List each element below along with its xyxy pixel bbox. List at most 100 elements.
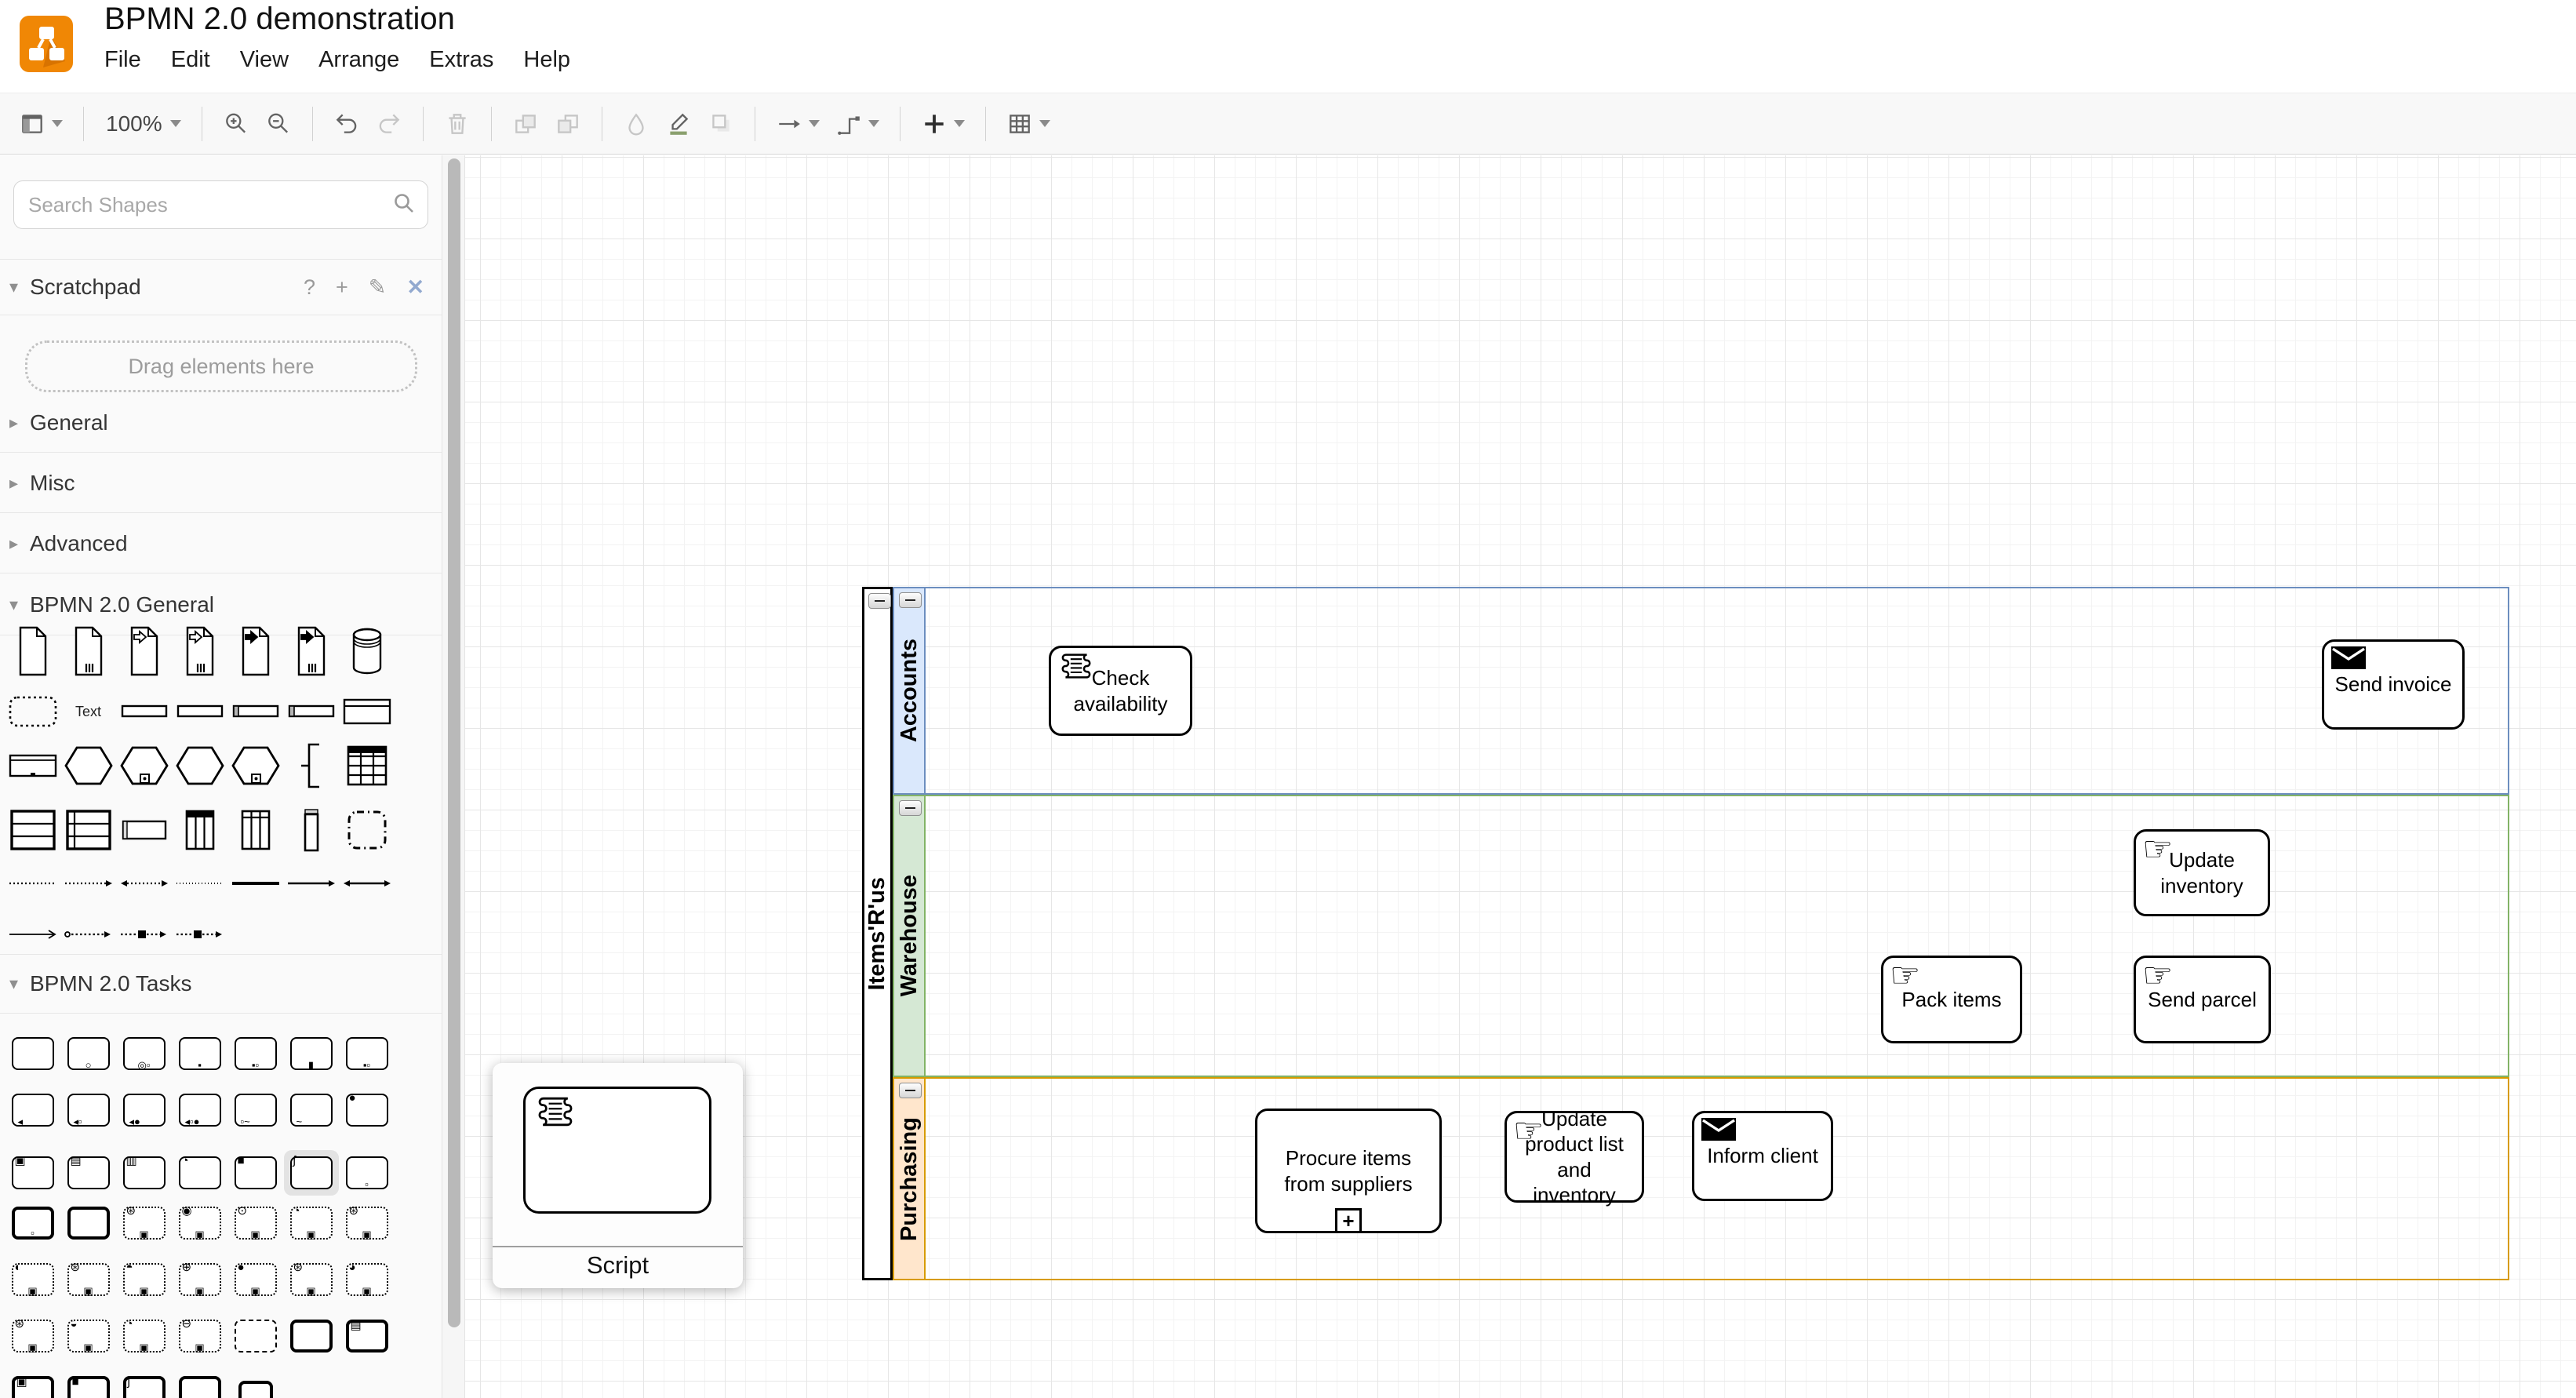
- palette-shape-cols3[interactable]: [185, 810, 215, 850]
- palette-shape-dotdarrow[interactable]: [119, 879, 169, 888]
- palette-task-shape[interactable]: ~: [289, 1094, 333, 1127]
- palette-shape-rows3[interactable]: [9, 810, 56, 850]
- palette-task-shape[interactable]: ◂▫: [67, 1094, 110, 1127]
- palette-task-shape-script[interactable]: ʃ: [289, 1155, 333, 1189]
- expand-subprocess-button[interactable]: +: [1335, 1208, 1362, 1233]
- task-pack-items[interactable]: ☞Pack items: [1881, 956, 2022, 1043]
- lane-purchasing[interactable]: Purchasing: [893, 1077, 2509, 1280]
- undo-button[interactable]: [326, 104, 368, 144]
- menu-arrange[interactable]: Arrange: [318, 47, 400, 72]
- palette-task-shape[interactable]: ■: [234, 1155, 277, 1189]
- palette-shape-cylinder[interactable]: [351, 627, 384, 675]
- palette-task-shape[interactable]: [11, 1037, 54, 1070]
- task-procure-items-from-suppliers[interactable]: Procure items from suppliers+: [1255, 1109, 1442, 1233]
- menu-extras[interactable]: Extras: [429, 47, 494, 72]
- palette-task-shape[interactable]: ʃ: [122, 1376, 166, 1398]
- palette-shape-doc-s[interactable]: [241, 626, 271, 676]
- palette-shape-small-rect[interactable]: [122, 820, 167, 840]
- table-button[interactable]: [999, 104, 1058, 144]
- zoom-in-button[interactable]: [215, 104, 257, 144]
- insert-button[interactable]: [913, 104, 973, 144]
- line-color-button[interactable]: [657, 104, 700, 144]
- lane-header[interactable]: Accounts: [894, 588, 926, 793]
- lane-header[interactable]: Warehouse: [894, 796, 926, 1076]
- search-input[interactable]: [14, 192, 393, 217]
- collapse-lane-button[interactable]: [899, 1083, 922, 1098]
- palette-shape-bar2[interactable]: [232, 704, 279, 719]
- palette-task-shape[interactable]: ▫~: [234, 1094, 277, 1127]
- palette-task-shape[interactable]: ⊛▣: [11, 1318, 54, 1352]
- task-check-availability[interactable]: Check availability: [1049, 646, 1192, 736]
- palette-shape-group[interactable]: [8, 695, 58, 728]
- palette-shape-doc-l[interactable]: [74, 626, 104, 676]
- menu-file[interactable]: File: [104, 47, 141, 72]
- lane-accounts[interactable]: Accounts: [893, 587, 2509, 795]
- palette-shape-text[interactable]: Text: [75, 703, 101, 719]
- palette-task-shape[interactable]: ◕▣: [345, 1261, 388, 1296]
- palette-shape-table[interactable]: [347, 745, 387, 786]
- palette-shape-hex[interactable]: [175, 745, 225, 786]
- palette-task-shape[interactable]: ⊛▣: [289, 1261, 333, 1296]
- task-send-invoice[interactable]: Send invoice: [2322, 639, 2465, 730]
- palette-task-shape[interactable]: [234, 1320, 277, 1352]
- menu-help[interactable]: Help: [523, 47, 571, 72]
- view-panels-button[interactable]: [11, 104, 71, 144]
- scratchpad-header[interactable]: ▾ Scratchpad ? + ✎ ✕: [0, 259, 442, 315]
- sidebar-section-bpmn-general[interactable]: ▾BPMN 2.0 General: [0, 574, 442, 635]
- palette-task-shape[interactable]: ▮: [289, 1037, 333, 1070]
- sidebar-scrollbar[interactable]: [442, 155, 465, 1398]
- palette-task-shape[interactable]: [238, 1381, 273, 1398]
- close-icon[interactable]: ✕: [406, 275, 424, 299]
- task-update-inventory[interactable]: ☞Update inventory: [2134, 829, 2270, 916]
- palette-task-shape[interactable]: ◒▣: [67, 1318, 110, 1352]
- palette-task-shape[interactable]: ◎▫: [122, 1037, 166, 1070]
- palette-task-shape[interactable]: ▤: [67, 1155, 110, 1189]
- palette-task-shape[interactable]: ○: [67, 1037, 110, 1070]
- edit-pencil-icon[interactable]: ✎: [368, 275, 387, 299]
- palette-task-shape[interactable]: ⊖▣: [178, 1318, 221, 1352]
- palette-shape-boxdot[interactable]: [119, 929, 169, 940]
- palette-task-shape[interactable]: ◂●: [122, 1094, 166, 1127]
- sidebar-section-general[interactable]: ▸General: [0, 393, 442, 453]
- add-icon[interactable]: +: [335, 275, 348, 299]
- palette-task-shape[interactable]: ●▣: [234, 1261, 277, 1296]
- zoom-level-button[interactable]: 100%: [96, 105, 189, 143]
- palette-task-shape[interactable]: ▪: [178, 1037, 221, 1070]
- palette-shape-boxdot[interactable]: [175, 929, 225, 940]
- waypoints-style-button[interactable]: [828, 104, 887, 144]
- scrollbar-thumb[interactable]: [448, 158, 460, 1327]
- palette-task-shape[interactable]: ◔: [178, 1155, 221, 1189]
- zoom-out-button[interactable]: [257, 104, 300, 144]
- palette-task-shape[interactable]: ◉▣: [178, 1205, 221, 1240]
- palette-task-shape[interactable]: ◂▫●: [178, 1094, 221, 1127]
- pool-itemsrus[interactable]: Items'R'us: [862, 587, 893, 1280]
- sidebar-section-bpmn-tasks[interactable]: ▾BPMN 2.0 Tasks: [0, 954, 442, 1014]
- palette-task-shape[interactable]: ▣: [11, 1376, 54, 1398]
- palette-task-shape[interactable]: ◐▣: [11, 1261, 54, 1296]
- palette-shape-doc-a[interactable]: [129, 626, 159, 676]
- palette-shape-doc-sl[interactable]: [297, 626, 326, 676]
- lane-warehouse[interactable]: Warehouse: [893, 795, 2509, 1077]
- help-icon[interactable]: ?: [303, 275, 315, 299]
- palette-task-shape[interactable]: ◓▣: [122, 1261, 166, 1296]
- palette-task-shape[interactable]: ◔▣: [289, 1205, 333, 1240]
- palette-shape-dotarrow[interactable]: [64, 879, 114, 888]
- palette-shape-rect-topline[interactable]: [9, 754, 57, 777]
- palette-shape-bracket[interactable]: [296, 742, 327, 789]
- palette-shape-arrowline[interactable]: [286, 879, 337, 888]
- palette-shape-dashdot[interactable]: [347, 810, 387, 850]
- palette-shape-tall[interactable]: [304, 808, 319, 852]
- sidebar-section-advanced[interactable]: ▸Advanced: [0, 514, 442, 573]
- palette-shape-hex[interactable]: [64, 745, 114, 786]
- palette-task-shape[interactable]: [289, 1320, 333, 1352]
- palette-shape-darrowline[interactable]: [342, 879, 392, 888]
- task-send-parcel[interactable]: ☞Send parcel: [2134, 956, 2271, 1043]
- collapse-pool-button[interactable]: [868, 593, 891, 609]
- palette-task-shape[interactable]: [67, 1207, 110, 1240]
- palette-shape-cols3b[interactable]: [241, 810, 271, 850]
- palette-shape-bar[interactable]: [121, 704, 168, 719]
- palette-shape-doc-al[interactable]: [185, 626, 215, 676]
- palette-task-shape[interactable]: ●: [345, 1092, 388, 1127]
- palette-shape-bar[interactable]: [176, 704, 224, 719]
- palette-shape-circdot[interactable]: [64, 929, 114, 940]
